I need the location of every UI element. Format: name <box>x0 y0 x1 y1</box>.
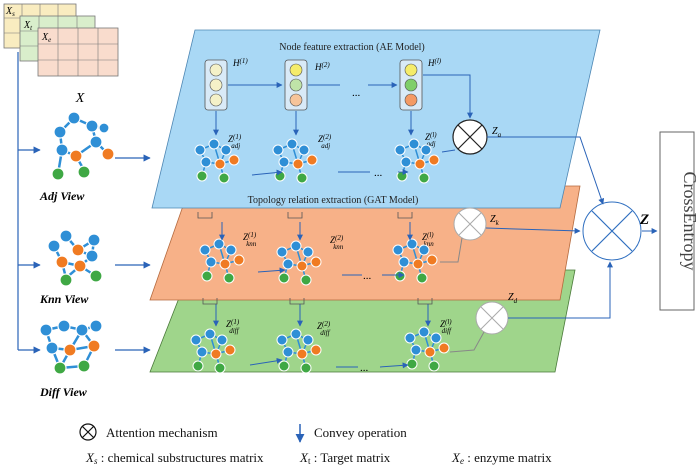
svg-text:H(2): H(2) <box>314 61 330 72</box>
panel-graphs <box>190 138 450 374</box>
svg-text:Za: Za <box>492 126 502 139</box>
svg-text:Xs: Xs <box>5 6 15 18</box>
attention-node-k <box>453 207 487 241</box>
input-matrices: Xs Xt Xe X <box>3 3 119 106</box>
ae-model-title: Node feature extraction (AE Model) <box>279 42 425 53</box>
adj-view-graph: Adj View <box>39 111 115 203</box>
svg-text:Z(2)knn: Z(2)knn <box>330 234 344 251</box>
svg-text:H(l): H(l) <box>427 57 442 68</box>
z-output-labels: Za Zk Zd Z <box>490 126 649 305</box>
panel-ellipses: ... ... ... <box>360 167 383 374</box>
panel-graph-1 <box>194 138 240 184</box>
panel-graph-6 <box>392 238 438 284</box>
svg-text:Xt: Xt <box>23 20 33 32</box>
gat-model-title: Topology relation extraction (GAT Model) <box>248 195 419 206</box>
panel-graph-4 <box>199 238 245 284</box>
panel-arrows <box>213 169 431 369</box>
panel-graph-9 <box>404 326 450 372</box>
knn-view-label: Knn View <box>39 292 89 306</box>
xt-legend: Xt : Target matrix <box>299 450 391 466</box>
matrix-x-label: X <box>75 91 85 106</box>
svg-text:...: ... <box>374 167 383 179</box>
panel-tabs <box>197 212 433 305</box>
legend: Attention mechanism Convey operation Xs … <box>79 423 552 466</box>
z-knn-labels: Z(1)knn Z(2)knn Z(l)knn <box>243 231 434 251</box>
attention-node-final <box>582 201 642 261</box>
feature-column-2: H(2) <box>284 59 330 111</box>
attention-arrows <box>440 136 658 353</box>
svg-text:H(1): H(1) <box>232 57 248 68</box>
diff-view-graph: Diff View <box>39 319 103 399</box>
panel-graph-8 <box>276 328 322 374</box>
cross-entropy-box: CrossEntropy <box>659 131 699 311</box>
ellipsis-h: ... <box>352 87 361 99</box>
attention-node-d <box>475 301 509 335</box>
svg-text:Z(1)knn: Z(1)knn <box>243 231 257 248</box>
svg-text:Z(1)diff: Z(1)diff <box>226 318 240 335</box>
cross-entropy-label: CrossEntropy <box>680 172 699 271</box>
attention-nodes <box>452 119 642 335</box>
panel-graph-2 <box>272 138 318 184</box>
adj-panel: Node feature extraction (AE Model) Topol… <box>151 29 601 209</box>
svg-text:Z(1)adj: Z(1)adj <box>228 133 242 150</box>
svg-text:...: ... <box>360 362 369 374</box>
diff-view-label: Diff View <box>39 385 88 399</box>
convey-legend-text: Convey operation <box>314 425 407 440</box>
knn-view-graph: Knn View <box>39 229 103 306</box>
attention-node-a <box>452 119 488 155</box>
z-adj-labels: Z(1)adj Z(2)adj Z(l)adj <box>228 131 437 150</box>
z-final-label: Z <box>639 212 649 228</box>
svg-text:Z(l)knn: Z(l)knn <box>422 231 434 248</box>
matrix-xe: Xe <box>37 27 119 77</box>
svg-text:Zd: Zd <box>508 292 518 305</box>
xs-legend: Xs : chemical substructures matrix <box>85 450 264 466</box>
attention-legend-icon <box>79 423 97 441</box>
svg-text:Zk: Zk <box>490 214 500 227</box>
adj-view-label: Adj View <box>39 189 85 203</box>
feature-column-l: H(l) <box>399 57 442 111</box>
xe-legend: Xe : enzyme matrix <box>451 450 552 466</box>
svg-text:Z(2)diff: Z(2)diff <box>317 320 331 337</box>
attention-legend-text: Attention mechanism <box>106 425 218 440</box>
svg-text:Z(l)adj: Z(l)adj <box>425 131 437 148</box>
feature-column-1: H(1) <box>204 57 248 111</box>
panel-graph-3 <box>394 138 440 184</box>
svg-text:Z(l)diff: Z(l)diff <box>440 318 452 335</box>
svg-text:...: ... <box>363 270 372 282</box>
svg-text:Xe: Xe <box>41 32 51 44</box>
panel-graph-7 <box>190 328 236 374</box>
panel-graph-5 <box>276 240 322 286</box>
view-connectors <box>17 52 151 354</box>
feature-columns: H(1) H(2) H(l) ... <box>204 57 473 136</box>
z-diff-labels: Z(1)diff Z(2)diff Z(l)diff <box>226 318 452 337</box>
svg-text:Z(2)adj: Z(2)adj <box>318 133 332 150</box>
